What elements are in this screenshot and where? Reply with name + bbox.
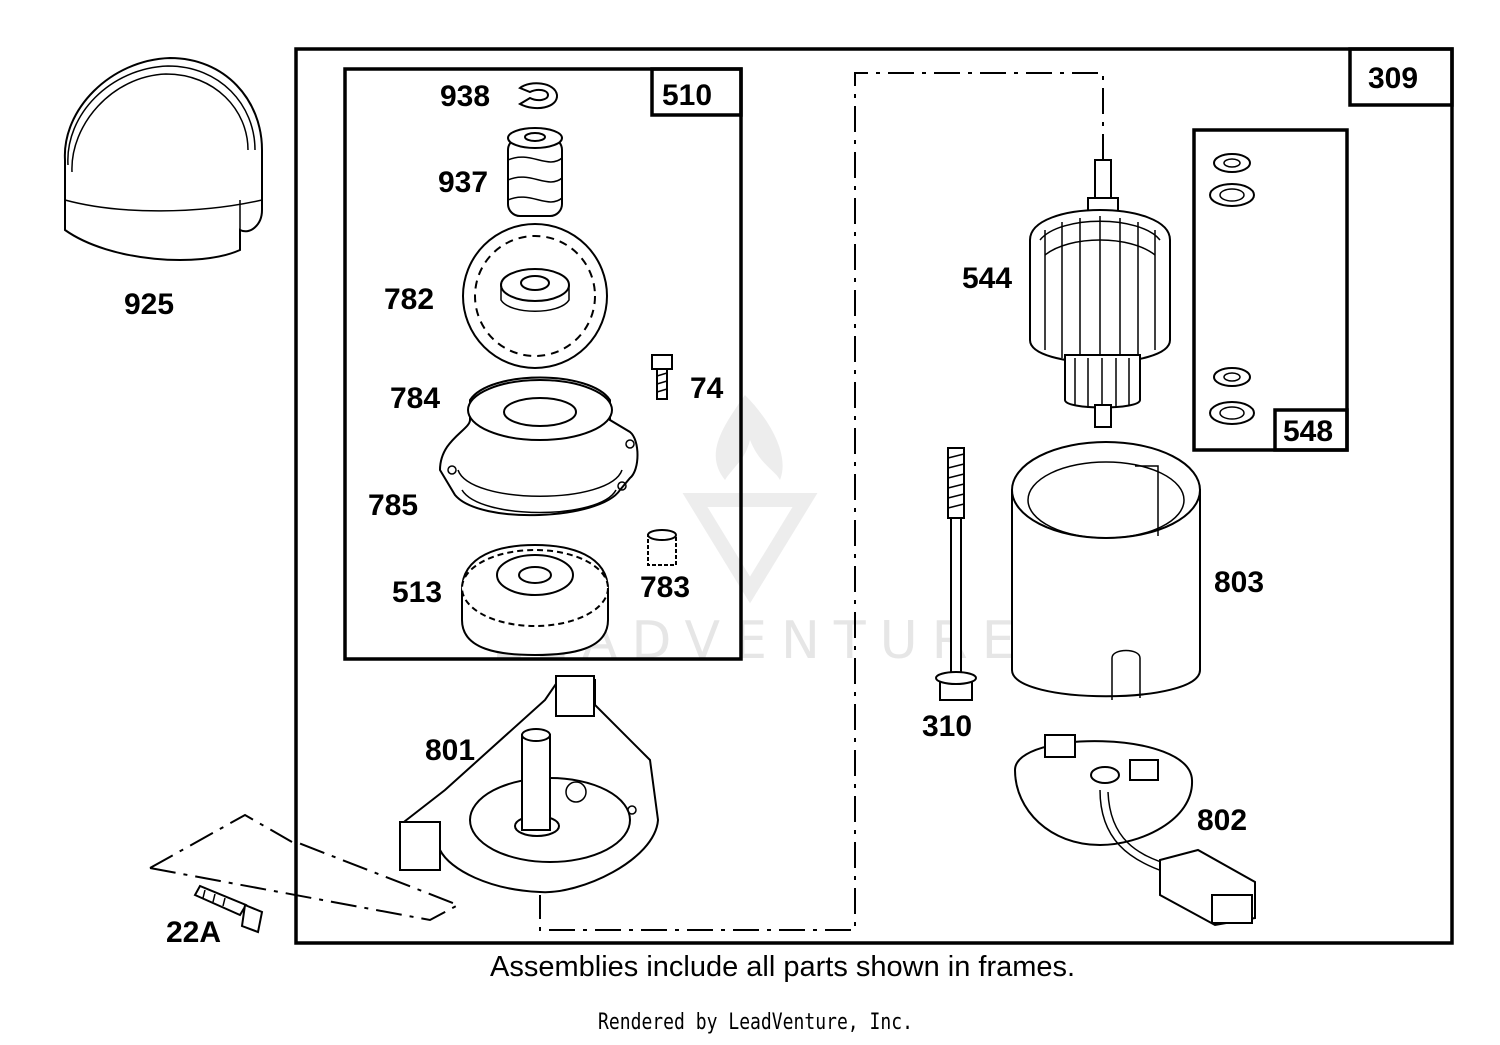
part-784-785-housing bbox=[438, 376, 639, 517]
label-803: 803 bbox=[1214, 566, 1264, 599]
label-802: 802 bbox=[1197, 804, 1247, 837]
frame-548-label: 548 bbox=[1283, 415, 1333, 448]
part-783-pinion bbox=[647, 529, 677, 566]
label-785: 785 bbox=[368, 489, 418, 522]
label-801: 801 bbox=[425, 734, 475, 767]
frame-510-tag bbox=[650, 67, 743, 117]
part-544-armature bbox=[1029, 159, 1171, 428]
part-74-screw bbox=[651, 354, 673, 400]
assembly-note: Assemblies include all parts shown in fr… bbox=[490, 951, 1076, 983]
render-credit: Rendered by LeadVenture, Inc. bbox=[598, 1010, 913, 1035]
part-802-brush-plate bbox=[1013, 734, 1256, 927]
part-925-cover bbox=[63, 56, 263, 262]
part-782-gear bbox=[462, 223, 608, 369]
alignment-line-bolt-a bbox=[149, 813, 293, 869]
label-513: 513 bbox=[392, 576, 442, 609]
part-22a-bolt bbox=[193, 884, 264, 934]
label-310: 310 bbox=[922, 710, 972, 743]
part-938-clip bbox=[517, 82, 559, 110]
label-783: 783 bbox=[640, 571, 690, 604]
part-310-through-bolt bbox=[935, 447, 977, 701]
alignment-line-bolt-b bbox=[149, 841, 461, 922]
label-782: 782 bbox=[384, 283, 434, 316]
label-925: 925 bbox=[124, 288, 174, 321]
part-803-housing bbox=[1011, 441, 1201, 700]
label-74: 74 bbox=[690, 372, 724, 405]
frame-548-tag bbox=[1273, 408, 1349, 452]
label-784: 784 bbox=[390, 382, 440, 415]
frame-510 bbox=[343, 67, 743, 661]
frame-548 bbox=[1192, 128, 1349, 452]
label-22a: 22A bbox=[166, 916, 221, 949]
frame-309-label: 309 bbox=[1368, 62, 1418, 95]
frame-510-label: 510 bbox=[662, 79, 712, 112]
label-544: 544 bbox=[962, 262, 1012, 295]
part-513-ring-gear bbox=[461, 543, 609, 657]
label-937: 937 bbox=[438, 166, 488, 199]
label-938: 938 bbox=[440, 80, 490, 113]
frame-309-tag bbox=[1348, 47, 1454, 107]
frame-309 bbox=[294, 47, 1454, 945]
part-801-end-cap bbox=[399, 675, 660, 894]
part-548-washers bbox=[1209, 153, 1255, 425]
part-937-spring bbox=[507, 127, 563, 217]
